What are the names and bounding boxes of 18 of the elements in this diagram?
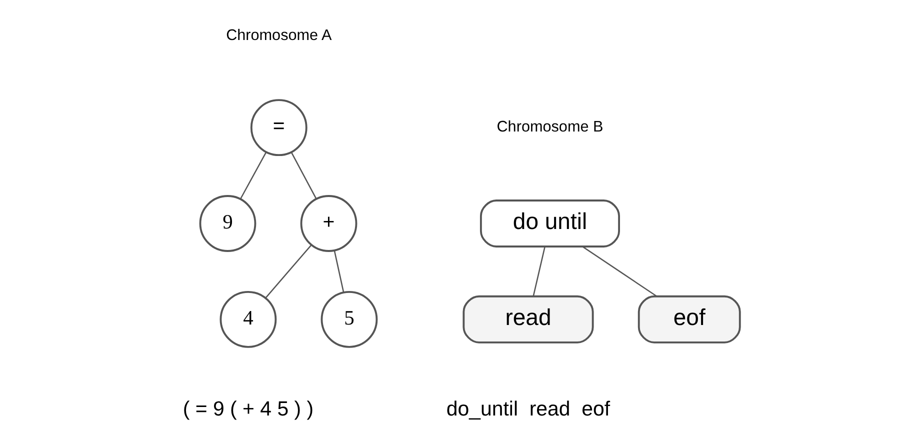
connector	[290, 152, 317, 199]
node-box: eof	[638, 295, 741, 344]
node-box: do until	[480, 200, 620, 248]
connector	[240, 152, 267, 200]
label: do_until read eof	[446, 398, 610, 421]
label: ( = 9 ( + 4 5 ) )	[182, 398, 314, 421]
node-circle: 9	[199, 195, 256, 252]
node-circle: +	[300, 195, 358, 252]
label: Chromosome B	[496, 118, 604, 136]
node-circle: 5	[320, 290, 378, 348]
node-box: read	[462, 295, 594, 344]
node-circle: =	[250, 99, 308, 156]
connector	[582, 246, 658, 297]
label: Chromosome A	[226, 27, 332, 44]
connector	[532, 246, 546, 296]
node-circle: 4	[220, 290, 277, 348]
connector	[334, 250, 344, 292]
connector	[265, 244, 312, 298]
